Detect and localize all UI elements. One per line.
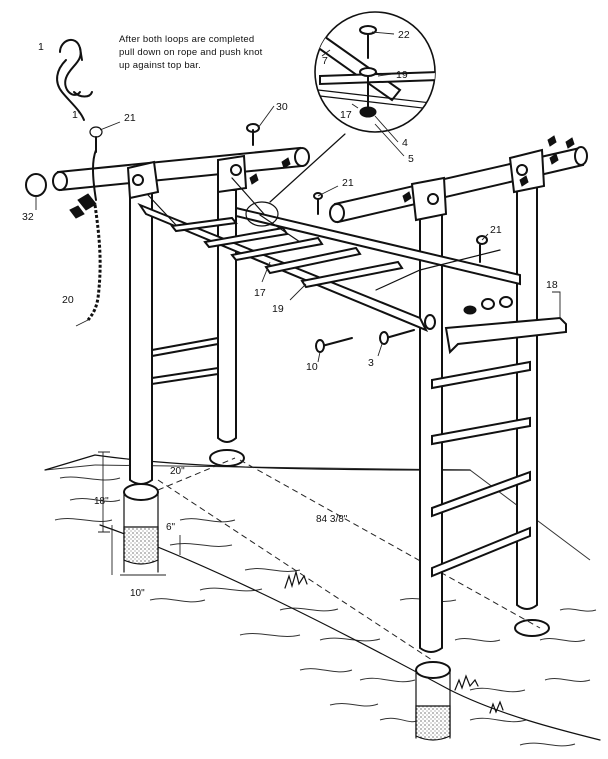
footing-pads	[123, 449, 550, 741]
play-frame	[25, 123, 588, 653]
knot-detail	[56, 38, 93, 121]
callout-17: 17	[254, 287, 266, 299]
callout-21-ladder: 21	[490, 224, 502, 236]
callout-18: 18	[546, 279, 558, 291]
instruction-line-2: pull down on rope and push knot	[119, 47, 263, 58]
callout-22: 22	[398, 29, 410, 41]
callout-32: 32	[22, 211, 34, 223]
callout-5: 5	[408, 153, 414, 165]
dimension-20-inch: 20"	[170, 466, 185, 477]
callout-leaders	[35, 31, 561, 363]
instruction-note: After both loops are completed pull down…	[119, 34, 263, 71]
dimension-lines	[98, 451, 541, 661]
callout-21-rope-hook: 21	[124, 112, 136, 124]
callout-1-prime: 1'	[72, 109, 80, 121]
part-callouts: 1 1' 21 30 22 7 19 17 4 5 21 21 18 32 20…	[22, 29, 558, 373]
callout-30: 30	[276, 101, 288, 113]
callout-10: 10	[306, 361, 318, 373]
dimension-labels: 20" 84 3/8" 18" 6" 10"	[94, 466, 348, 599]
callout-4: 4	[402, 137, 408, 149]
dimension-84-3-8-inch: 84 3/8"	[316, 514, 348, 525]
instruction-line-1: After both loops are completed	[119, 34, 254, 45]
callout-19: 19	[272, 303, 284, 315]
callout-19-detail: 19	[396, 69, 408, 81]
hardware-detail-circle	[314, 11, 436, 133]
callout-17-detail: 17	[340, 109, 352, 121]
callout-1: 1	[38, 41, 44, 53]
dimension-10-inch: 10"	[130, 588, 145, 599]
callout-20: 20	[62, 294, 74, 306]
callout-21-rail: 21	[342, 177, 354, 189]
dimension-18-inch: 18"	[94, 496, 109, 507]
callout-7: 7	[322, 55, 328, 67]
rope-assembly	[69, 126, 103, 321]
instruction-line-3: up against top bar.	[119, 60, 201, 71]
dimension-6-inch: 6"	[166, 522, 176, 533]
callout-3: 3	[368, 357, 374, 369]
